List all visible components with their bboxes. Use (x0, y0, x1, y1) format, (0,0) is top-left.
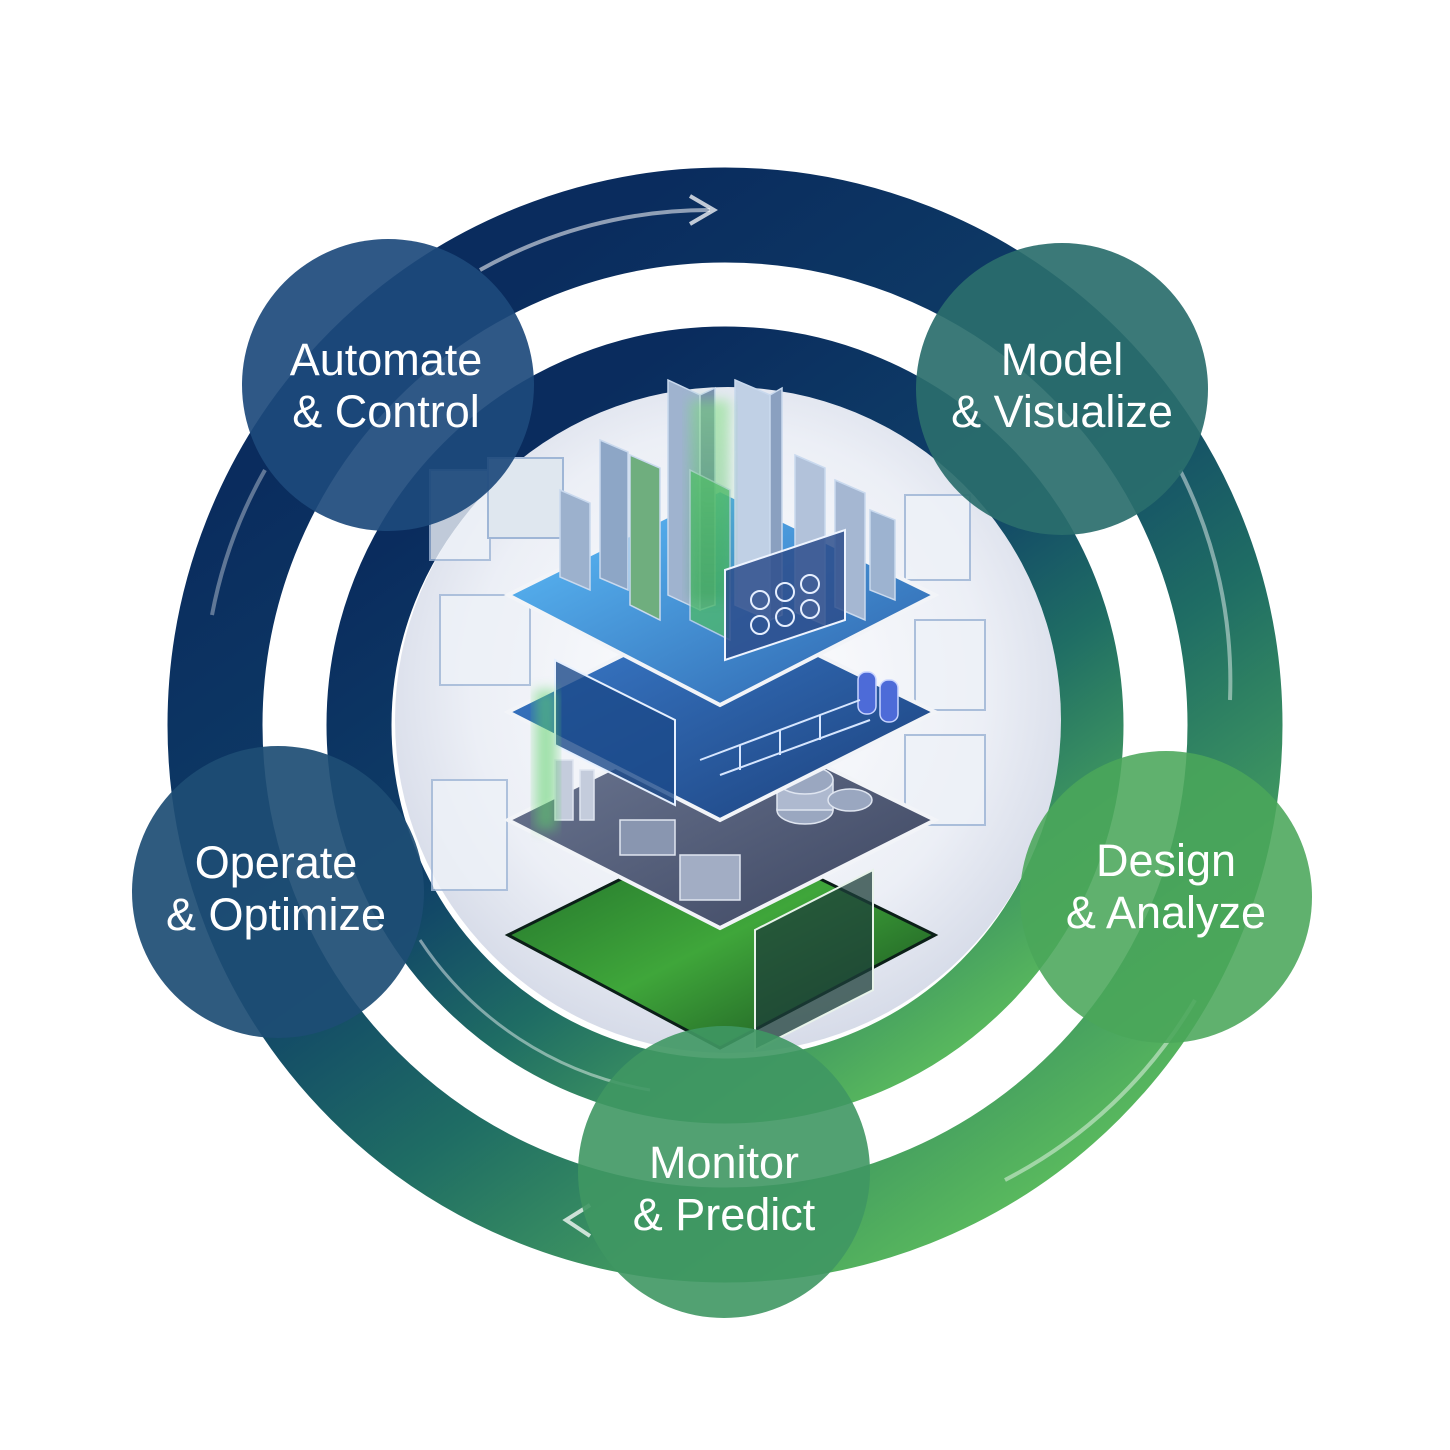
node-circle-design (1020, 751, 1312, 1043)
dashboard-gauges (750, 574, 820, 635)
node-monitor-predict: Monitor & Predict (578, 1026, 870, 1318)
node-automate-control: Automate & Control (242, 239, 534, 531)
node-label-operate-line2: & Optimize (166, 889, 386, 940)
city-dashboard-panel (724, 528, 846, 662)
terrain-map-panel (754, 868, 874, 1052)
green-beam-left (535, 690, 557, 830)
flow-arrow-top (479, 207, 711, 272)
node-label-automate-line1: Automate (290, 334, 483, 385)
power-lines (699, 699, 871, 776)
node-design-analyze: Design & Analyze (1020, 751, 1312, 1043)
node-label-design-line1: Design (1096, 835, 1236, 886)
node-circle-monitor (578, 1026, 870, 1318)
node-circle-operate (132, 746, 424, 1038)
grid-tanks (857, 671, 899, 723)
flow-arrow-left (210, 469, 267, 616)
green-beam-center (690, 400, 730, 600)
node-label-design-line2: & Analyze (1066, 887, 1266, 938)
node-label-model-line2: & Visualize (951, 386, 1173, 437)
node-label-automate-line2: & Control (292, 386, 480, 437)
flow-arrow-right (1178, 469, 1233, 701)
node-label-monitor-line2: & Predict (633, 1189, 816, 1240)
flow-arrow-bottom-head (562, 1203, 592, 1238)
node-circle-model (916, 243, 1208, 535)
node-model-visualize: Model & Visualize (916, 243, 1208, 535)
node-operate-optimize: Operate & Optimize (132, 746, 424, 1038)
node-label-model-line1: Model (1001, 334, 1124, 385)
flow-arrow-top-head (688, 194, 718, 226)
node-label-operate-line1: Operate (195, 837, 358, 888)
node-circle-automate (242, 239, 534, 531)
node-label-monitor-line1: Monitor (649, 1137, 799, 1188)
